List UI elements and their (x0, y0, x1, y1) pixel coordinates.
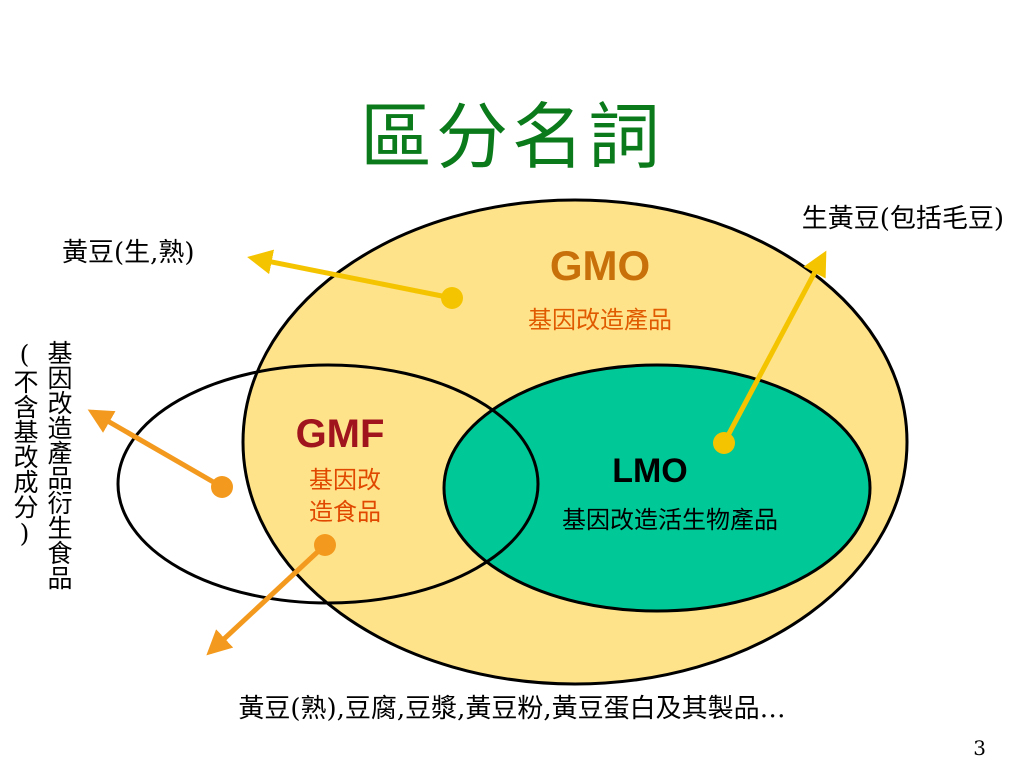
arrow-top-left (247, 249, 453, 301)
dot-top-left (441, 287, 463, 309)
gmf-description-line1: 基因改 (309, 466, 381, 494)
page-number: 3 (973, 736, 986, 760)
annotation-top-right: 生黃豆(包括毛豆) (801, 204, 1004, 234)
annotation-left-column-b: (不含基改成分) (10, 340, 39, 548)
arrow-left (87, 409, 224, 490)
lmo-description: 基因改造活生物產品 (562, 506, 778, 534)
annotation-bottom: 黃豆(熟),豆腐,豆漿,黃豆粉,黃豆蛋白及其製品… (238, 694, 786, 724)
gmf-label: GMF (295, 412, 385, 456)
arrow-top-right (721, 250, 827, 445)
lmo-label: LMO (612, 452, 688, 490)
lmo-ellipse (442, 363, 872, 613)
gmo-description: 基因改造產品 (528, 306, 672, 334)
gmf-ellipse (116, 363, 540, 605)
dot-top-right (713, 432, 735, 454)
gmf-description: 基因改 造食品 (290, 464, 400, 528)
arrow-bottom (206, 543, 327, 656)
gmf-description-line2: 造食品 (309, 498, 381, 526)
dot-left (211, 476, 233, 498)
annotation-top-left: 黃豆(生,熟) (62, 238, 195, 268)
page-title: 區分名詞 (359, 95, 664, 179)
annotation-left-column-a: 基因改造產品衍生食品 (44, 340, 73, 590)
dot-bottom (314, 534, 336, 556)
gmo-label: GMO (549, 242, 651, 289)
